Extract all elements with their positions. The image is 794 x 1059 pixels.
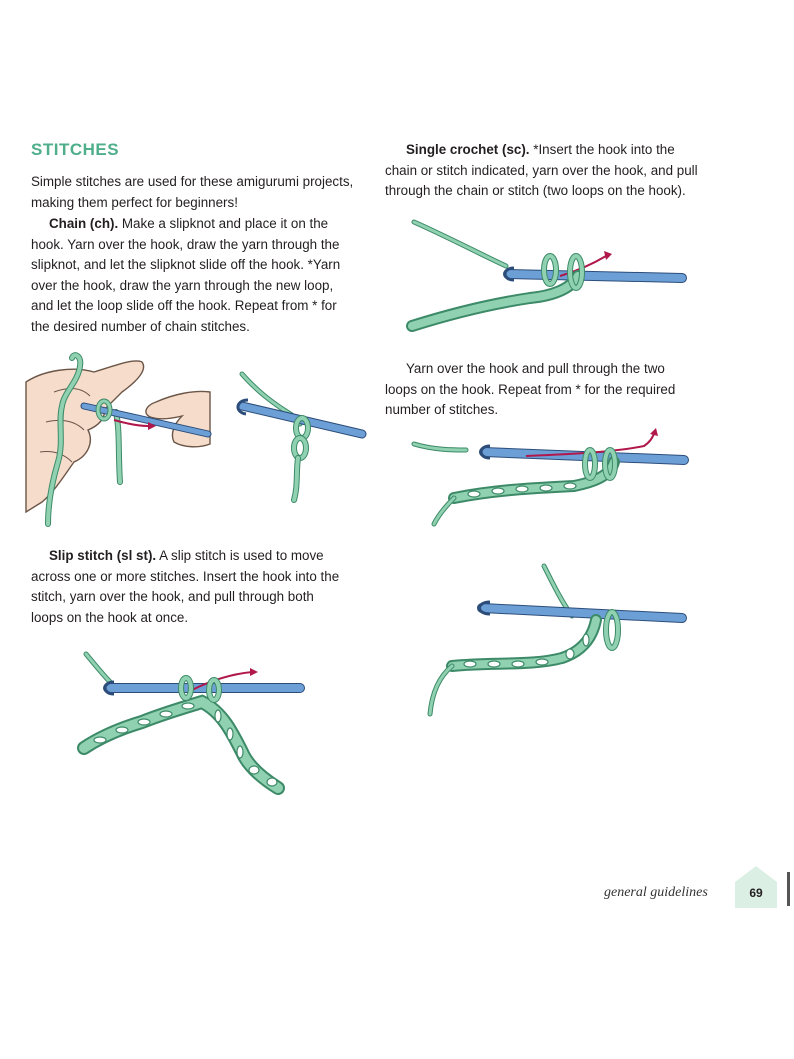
slip-line: stitch, yarn over the hook, and pull thr… [31, 589, 314, 605]
single-crochet-step2-illustration [411, 428, 689, 527]
page-edge-marker [787, 872, 790, 906]
chain-line: over the hook, draw the yarn through the… [31, 277, 334, 293]
yo-line: Yarn over the hook and pull through the … [406, 361, 665, 376]
slip-stitch-label: Slip stitch (sl st). [49, 548, 157, 563]
yo-line: number of stitches. [385, 402, 499, 418]
yo-line: loops on the hook. Repeat from * for the… [385, 381, 676, 397]
slip-line: A slip stitch is used to move [156, 548, 324, 563]
section-heading: STITCHES [31, 140, 120, 159]
slip-line: across one or more stitches. Insert the … [31, 568, 340, 584]
footer-section-label: general guidelines [604, 885, 708, 900]
chain-label: Chain (ch). [49, 216, 119, 231]
chain-line: hook. Yarn over the hook, draw the yarn … [31, 236, 340, 252]
intro-line: making them perfect for beginners! [31, 194, 238, 210]
chain-paragraph: Chain (ch). Make a slipknot and place it… [31, 214, 340, 338]
chain-on-hook-illustration [236, 371, 367, 503]
single-crochet-step1-illustration [406, 219, 687, 332]
single-crochet-paragraph: Single crochet (sc). *Insert the hook in… [385, 140, 698, 202]
single-crochet-step3-illustration [427, 563, 687, 717]
intro-paragraph: Simple stitches are used for these amigu… [31, 172, 353, 213]
chain-hands-illustration [25, 352, 212, 527]
sc-line: through the chain or stitch (two loops o… [385, 183, 686, 199]
slip-line: loops on the hook at once. [31, 609, 189, 625]
chain-line: Make a slipknot and place it on the [118, 216, 329, 231]
single-crochet-label: Single crochet (sc). [406, 142, 530, 157]
chain-line: and let the loop slide off the hook. Rep… [31, 298, 337, 314]
chain-line: the desired number of chain stitches. [31, 318, 250, 334]
sc-line: *Insert the hook into the [529, 142, 675, 157]
sc-line: chain or stitch indicated, yarn over the… [385, 162, 698, 178]
house-icon [735, 866, 777, 908]
slip-stitch-paragraph: Slip stitch (sl st). A slip stitch is us… [31, 546, 339, 628]
intro-line: Simple stitches are used for these amigu… [31, 174, 354, 189]
page-number: 69 [749, 886, 763, 900]
chain-line: slipknot, and let the slipknot slide off… [31, 257, 341, 273]
yarn-over-paragraph: Yarn over the hook and pull through the … [385, 359, 675, 421]
slip-stitch-illustration [77, 651, 305, 795]
